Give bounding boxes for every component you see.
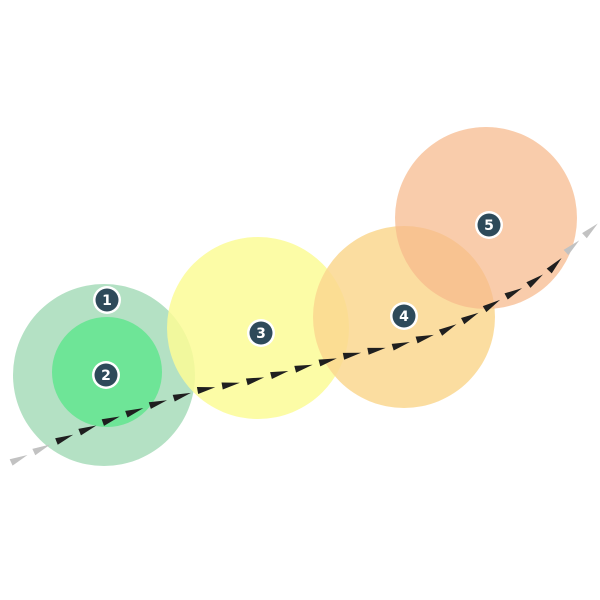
arrow-head-13 <box>318 358 337 367</box>
arrow-head-22 <box>526 274 543 288</box>
arrow-head-3 <box>78 425 97 436</box>
arrow-head-11 <box>270 371 289 379</box>
zone-badge-2-disc <box>94 363 118 387</box>
arrow-head-6 <box>148 400 167 409</box>
arrow-head-9 <box>221 382 240 390</box>
zone-badges: 1 2 3 4 5 <box>92 211 503 389</box>
zone-badge-5-disc <box>477 213 501 237</box>
arrow-head-21 <box>504 288 523 300</box>
arrow-head-19 <box>461 312 479 325</box>
zone-badge-3: 3 <box>247 319 275 347</box>
arrow-head-8 <box>196 387 216 394</box>
arrow-head-24 <box>563 240 580 256</box>
zone-badge-4-label: 4 <box>399 309 409 325</box>
zone-badge-2: 2 <box>92 361 120 389</box>
zone-badge-1-label: 1 <box>102 293 112 309</box>
arrow-head-17 <box>415 334 434 344</box>
zone-badge-2-label: 2 <box>101 368 111 384</box>
arrow-head-12 <box>294 364 313 373</box>
zone-badge-1: 1 <box>93 286 121 314</box>
zone-badge-1-disc <box>95 288 119 312</box>
zone-badge-4: 4 <box>390 302 418 330</box>
arrow-head-23 <box>546 257 562 274</box>
arrow-head-10 <box>245 377 265 386</box>
arrow-head-20 <box>482 299 501 313</box>
arrow-head-7 <box>172 392 191 402</box>
arrow-head-25 <box>582 223 598 239</box>
arrow-head-0 <box>9 454 28 466</box>
zone-badge-3-label: 3 <box>256 326 266 342</box>
arrow-head-1 <box>32 444 51 456</box>
arrow-head-18 <box>438 324 457 336</box>
direction-arrow-path <box>9 223 598 466</box>
zone-badge-5-label: 5 <box>484 218 494 234</box>
zone-badge-4-disc <box>392 304 416 328</box>
arrow-head-2 <box>55 434 74 445</box>
zone-badge-5: 5 <box>475 211 503 239</box>
arrow-head-5 <box>125 408 144 418</box>
arrow-head-16 <box>391 342 410 351</box>
zone-badge-3-disc <box>249 321 273 345</box>
arrow-head-14 <box>342 352 362 360</box>
arrow-head-15 <box>367 347 386 355</box>
arrow-head-4 <box>101 416 120 426</box>
